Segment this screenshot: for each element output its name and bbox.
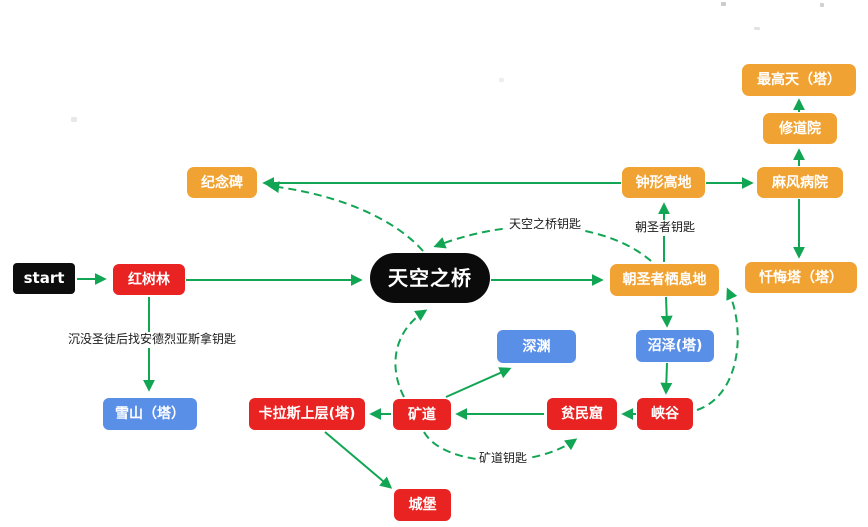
node-monument[interactable]: 纪念碑	[187, 167, 257, 198]
edge-canyon-pilgrimrest-dashed	[696, 287, 739, 411]
edge-swamp-canyon	[660, 362, 673, 395]
node-sky-bridge[interactable]: 天空之桥	[370, 253, 490, 303]
edge-skybridge-monument-dashed	[267, 181, 424, 252]
node-leper-hospital[interactable]: 麻风病院	[757, 167, 843, 198]
screenshot-artifact	[71, 117, 77, 122]
node-abyss[interactable]: 深渊	[497, 330, 576, 363]
node-start[interactable]: start	[13, 263, 75, 294]
edge-label-sky-bridge-key: 天空之桥钥匙	[507, 217, 584, 233]
node-canyon[interactable]: 峡谷	[637, 398, 693, 430]
edge-mine-skybridge-dashed	[394, 309, 428, 398]
screenshot-artifact	[820, 3, 824, 7]
node-swamp-tower[interactable]: 沼泽(塔)	[636, 330, 714, 362]
node-karas-upper[interactable]: 卡拉斯上层(塔)	[249, 398, 365, 430]
edge-label-pilgrim-key: 朝圣者钥匙	[633, 220, 698, 236]
edge-label-mine-key: 矿道钥匙	[477, 451, 530, 467]
node-highest-heaven[interactable]: 最高天（塔）	[742, 64, 856, 96]
node-mangrove[interactable]: 红树林	[113, 264, 185, 295]
edge-mine-slum-dashed	[423, 431, 578, 462]
node-bell-highland[interactable]: 钟形高地	[622, 167, 705, 198]
screenshot-artifact	[499, 78, 504, 82]
screenshot-artifact	[754, 27, 760, 30]
node-mine[interactable]: 矿道	[393, 399, 451, 430]
node-confession-tower[interactable]: 忏悔塔（塔）	[745, 262, 857, 293]
edge-karasupper-castle	[324, 431, 393, 489]
node-monastery[interactable]: 修道院	[763, 113, 837, 144]
node-pilgrim-rest[interactable]: 朝圣者栖息地	[610, 264, 719, 296]
node-slum[interactable]: 贫民窟	[547, 398, 617, 430]
node-castle[interactable]: 城堡	[394, 489, 451, 521]
edge-mine-abyss	[445, 367, 512, 398]
screenshot-artifact	[721, 2, 726, 6]
edge-label-andreas-key: 沉没圣徒后找安德烈亚斯拿钥匙	[55, 332, 249, 348]
edge-pilgrimrest-swamp	[660, 296, 673, 328]
node-snow-mountain[interactable]: 雪山（塔）	[103, 398, 197, 430]
